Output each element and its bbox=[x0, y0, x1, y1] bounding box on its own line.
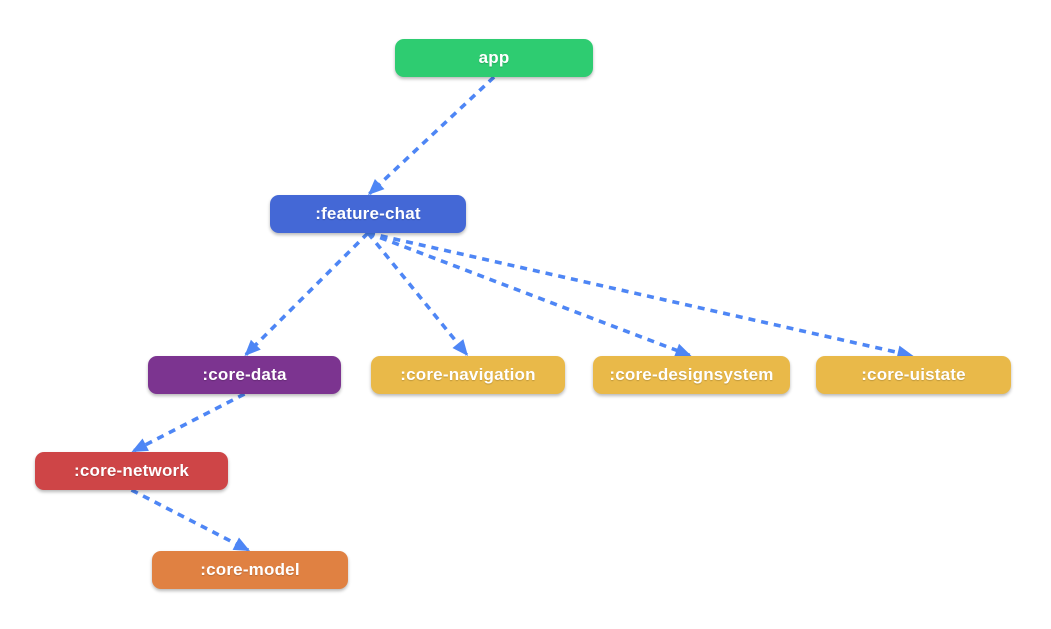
node-app: app bbox=[395, 39, 593, 77]
edge-feature-chat-to-core-navigation bbox=[366, 231, 469, 356]
dependency-edges bbox=[130, 75, 914, 552]
node-core-designsystem: :core-designsystem bbox=[593, 356, 790, 394]
node-core-network: :core-network bbox=[35, 452, 228, 490]
edge-core-data-to-core-network bbox=[131, 392, 246, 453]
edge-feature-chat-to-core-data bbox=[244, 231, 370, 356]
edge-feature-chat-to-core-uistate bbox=[367, 231, 914, 360]
edge-feature-chat-to-core-designsystem bbox=[367, 231, 692, 357]
node-core-data: :core-data bbox=[148, 356, 341, 394]
node-core-model: :core-model bbox=[152, 551, 348, 589]
edge-app-to-feature-chat bbox=[368, 75, 496, 196]
edge-core-network-to-core-model bbox=[130, 488, 250, 552]
node-core-navigation: :core-navigation bbox=[371, 356, 565, 394]
node-feature-chat: :feature-chat bbox=[270, 195, 466, 233]
node-core-uistate: :core-uistate bbox=[816, 356, 1011, 394]
